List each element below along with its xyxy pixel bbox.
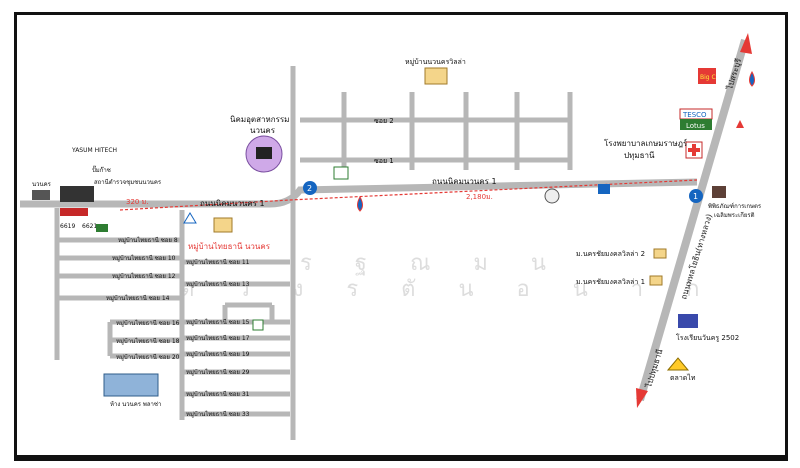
marker-2	[303, 181, 317, 195]
gas-station-icon-2	[749, 70, 755, 87]
arrow-south	[636, 388, 648, 408]
distance-left-label: 320 ม.	[126, 198, 148, 206]
village-1-icon	[649, 275, 663, 286]
alley-right-8: หมู่บ้านไทยธานี ซอย 33	[186, 410, 250, 418]
nawanakorn-label: นวนคร	[32, 181, 52, 188]
tesco-label: TESCO	[682, 111, 707, 119]
alley-right-2: หมู่บ้านไทยธานี ซอย 13	[186, 280, 250, 288]
alley-left-4: หมู่บ้านไทยธานี ซอย 14	[106, 294, 170, 302]
museum-label-2: เฉลิมพระเกียรติ	[714, 211, 755, 219]
distance-right-label: 2,180ม.	[466, 193, 493, 201]
marker-2-label: 2	[307, 184, 312, 193]
bank-icon	[598, 184, 610, 194]
gate-num-2: 6621	[82, 223, 97, 230]
lotus-label: Lotus	[686, 122, 705, 130]
watermark-line-1: ร ฐ ณ ม น	[300, 251, 564, 276]
gas-station-icon	[357, 195, 363, 212]
alley-right-1: หมู่บ้านไทยธานี ซอย 11	[186, 258, 250, 266]
alley-right-4: หมู่บ้านไทยธานี ซอย 17	[186, 334, 250, 342]
mall-icon	[103, 373, 159, 397]
yasum-building-icon	[60, 186, 94, 202]
gate-num-1: 6619	[60, 223, 75, 230]
soi-1-label: ซอย 1	[374, 157, 394, 165]
bigc-label: Big C	[700, 74, 716, 81]
alley-right-3: หมู่บ้านไทยธานี ซอย 15	[186, 318, 250, 326]
alley-left-6: หมู่บ้านไทยธานี ซอย 18	[116, 337, 180, 345]
hospital-label-2: ปทุมธานี	[624, 151, 655, 160]
to-saraburi-label: ไปสระบุรี	[725, 57, 743, 92]
marker-1	[689, 189, 703, 203]
village-top-label: หมู่บ้านนวนครวิลล่า	[405, 58, 466, 66]
market-icon	[666, 357, 690, 371]
alley-left-2: หมู่บ้านไทยธานี ซอย 10	[112, 254, 176, 262]
marker-1-label: 1	[693, 192, 698, 201]
village-main-icon	[213, 217, 233, 233]
school-label: โรงเรียนวันครู 2502	[676, 333, 739, 342]
alley-right-5: หมู่บ้านไทยธานี ซอย 19	[186, 350, 250, 358]
arrow-north	[740, 33, 752, 54]
hospital-label-1: โรงพยาบาลเกษมราษฎร์	[604, 138, 688, 148]
bigc-icon	[698, 68, 716, 84]
watermark-line-2: ต ว ง ร ตั น อ น า ก	[180, 277, 717, 302]
industrial-estate-label-1: นิคมอุตสาหกรรม	[230, 115, 289, 124]
mall-label: ห้าง นวนคร พลาซ่า	[110, 401, 161, 408]
village-2-label: ม.นครชัยมงคลวิลล่า 2	[576, 250, 645, 258]
small-building-icon	[32, 190, 50, 200]
museum-label-1: พิพิธภัณฑ์การเกษตร	[708, 202, 762, 210]
alley-right-7: หมู่บ้านไทยธานี ซอย 31	[186, 390, 250, 398]
factory-icon	[256, 147, 272, 159]
lpg-label: ปั๊มก๊าซ	[92, 165, 111, 174]
industrial-estate-label-2: นวนคร	[250, 126, 276, 135]
village-main-label: หมู่บ้านไทยธานี นวนคร	[188, 242, 271, 252]
small-sign-icon	[96, 224, 108, 232]
alley-left-3: หมู่บ้านไทยธานี ซอย 12	[112, 272, 176, 280]
temple-icon	[544, 188, 560, 204]
gate-icon	[60, 208, 88, 216]
yasum-label: YASUM HITECH	[71, 147, 117, 154]
diamond-icon	[183, 212, 197, 224]
school-icon	[678, 314, 698, 328]
soi-2-label: ซอย 2	[374, 117, 394, 125]
village-top-icon	[424, 67, 448, 85]
right-alley-labels: หมู่บ้านไทยธานี ซอย 11 หมู่บ้านไทยธานี ซ…	[186, 258, 250, 418]
left-alley-labels: หมู่บ้านไทยธานี ซอย 8 หมู่บ้านไทยธานี ซอ…	[106, 236, 180, 361]
market-label: ตลาดไท	[670, 373, 696, 382]
police-label: สถานีตำรวจชุมชนนวนคร	[94, 178, 162, 186]
alley-left-7: หมู่บ้านไทยธานี ซอย 20	[116, 353, 180, 361]
village-2-icon	[653, 248, 667, 259]
mitsubishi-icon	[736, 120, 744, 128]
museum-icon	[712, 186, 726, 198]
lotus-icon	[680, 119, 712, 130]
highway-road	[636, 38, 749, 402]
bottom-border	[14, 458, 788, 468]
route-path	[119, 179, 698, 211]
convenience-store-icon-2	[252, 319, 264, 331]
village-1-label: ม.นครชัยมงคลวิลล่า 1	[576, 278, 645, 286]
convenience-store-icon	[333, 166, 349, 180]
alley-left-1: หมู่บ้านไทยธานี ซอย 8	[118, 236, 178, 244]
alley-right-6: หมู่บ้านไทยธานี ซอย 29	[186, 368, 250, 376]
map-frame	[14, 12, 788, 458]
alley-left-5: หมู่บ้านไทยธานี ซอย 16	[116, 319, 180, 327]
main-road-label-2: ถนนนิคมนวนคร 1	[432, 177, 497, 186]
main-road-label: ถนนนิคมนวนคร 1	[200, 199, 265, 208]
